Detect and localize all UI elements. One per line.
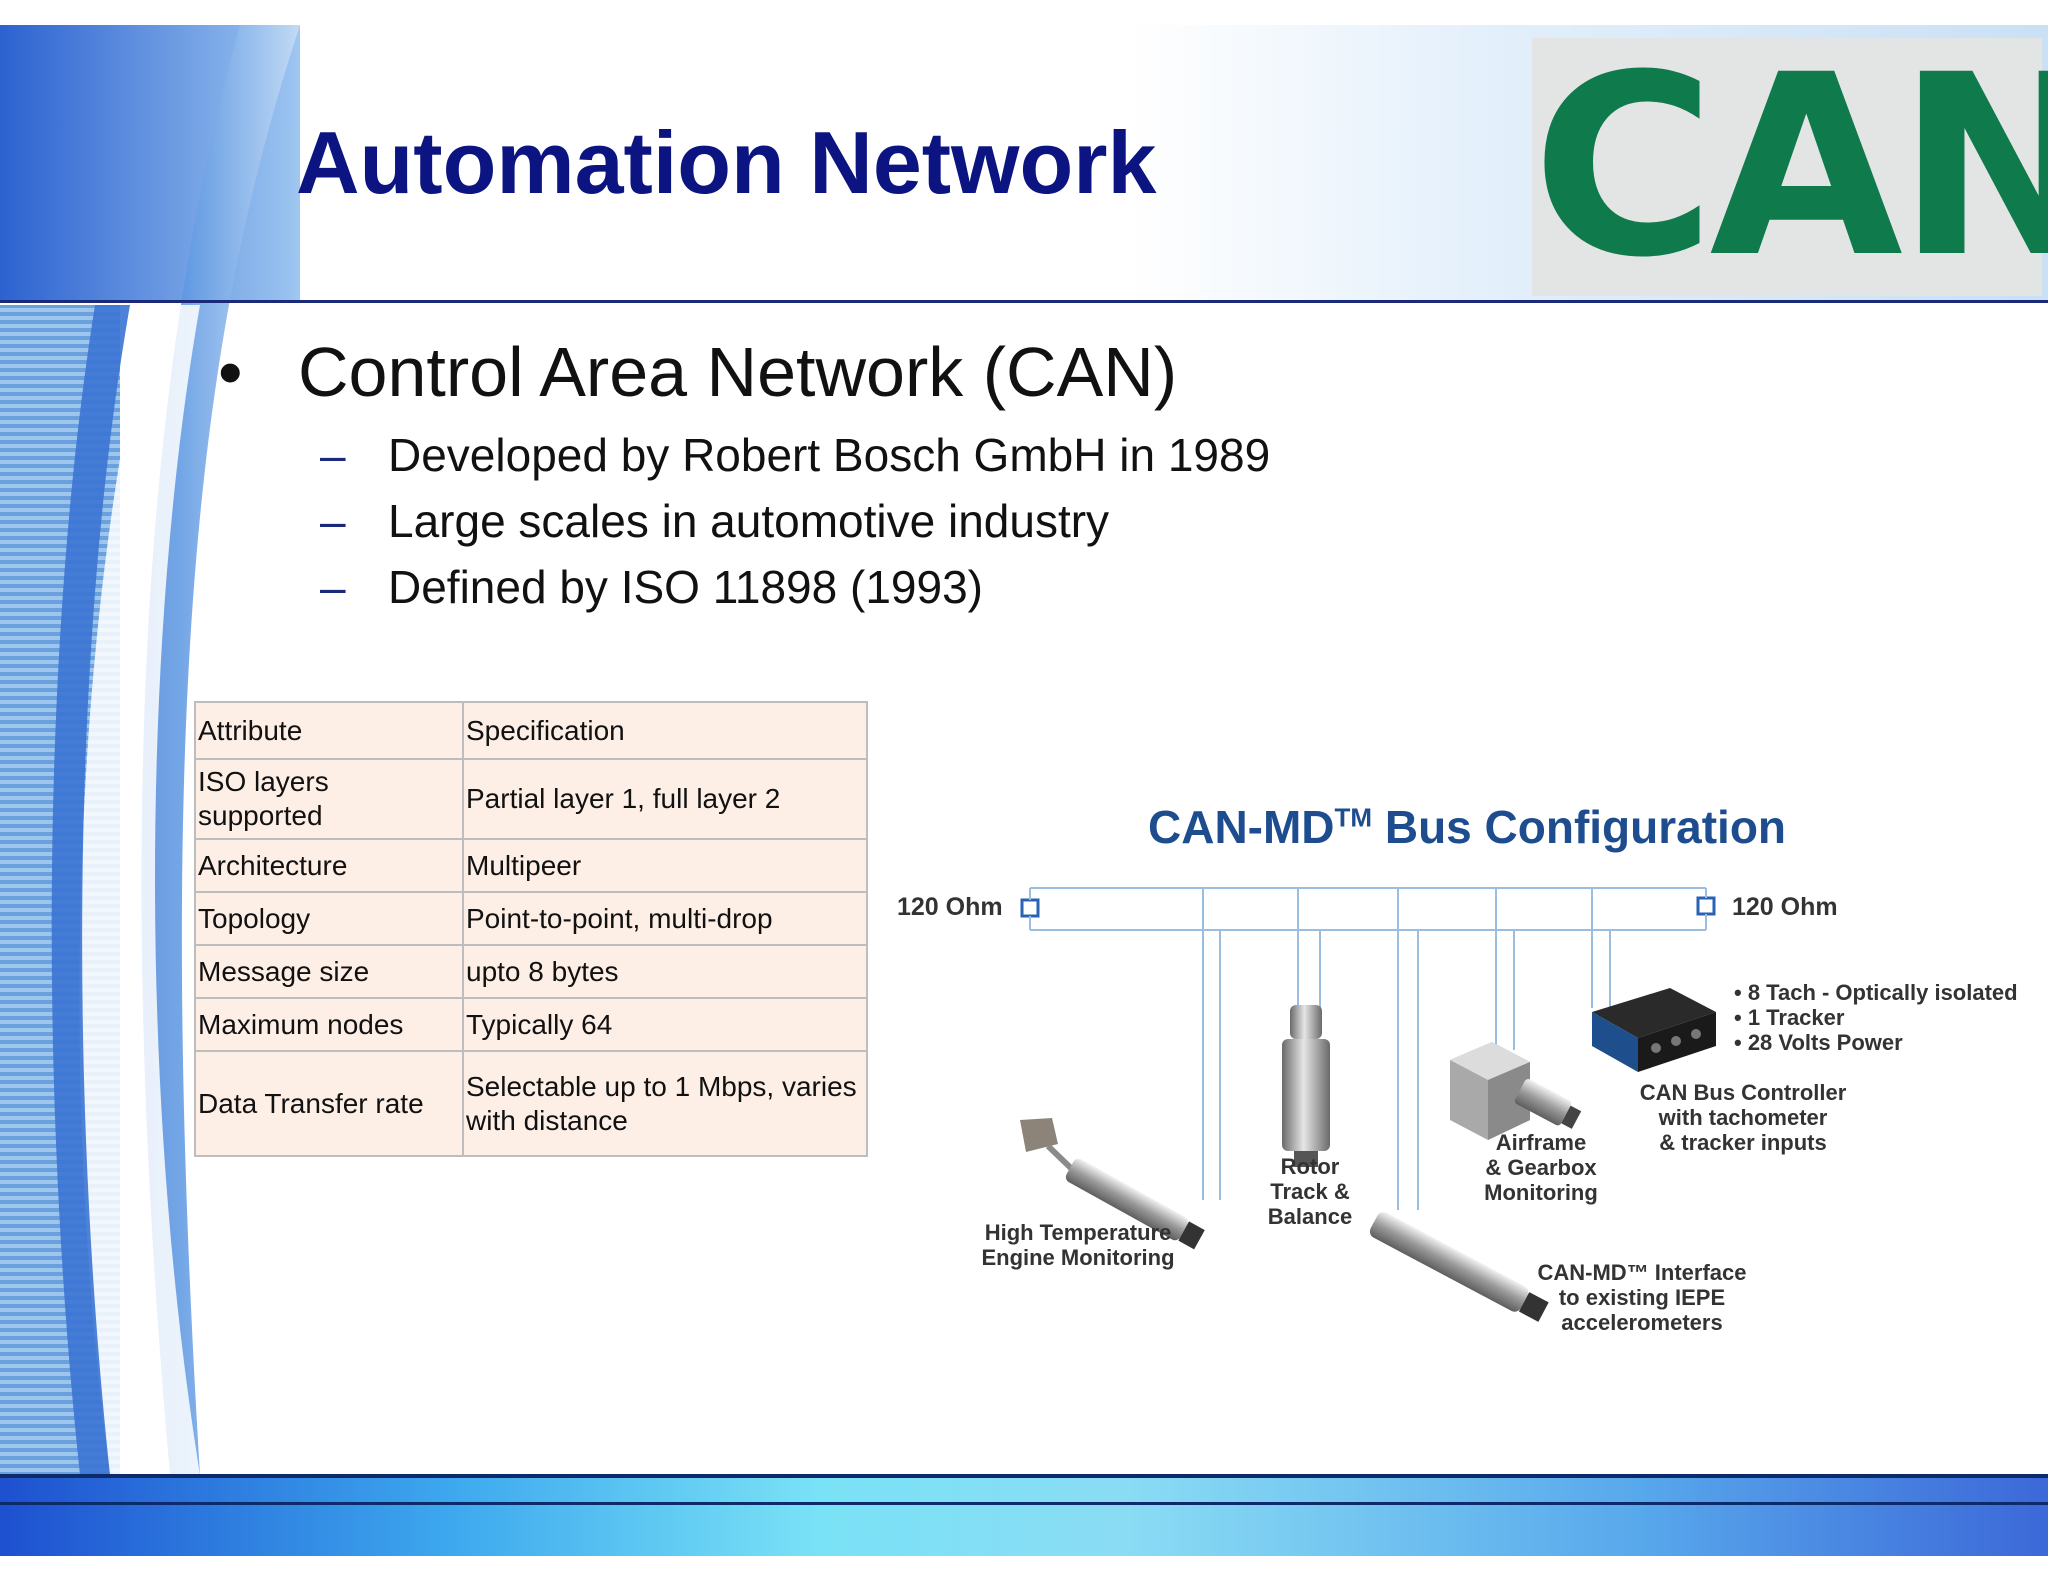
slide-title: Automation Network — [296, 113, 1157, 212]
terminator-left-label: 120 Ohm — [897, 893, 1003, 921]
label-line: Balance — [1267, 1204, 1353, 1229]
table-cell: Data Transfer rate — [194, 1050, 464, 1157]
controller-features: • 8 Tach - Optically isolated • 1 Tracke… — [1734, 980, 2018, 1055]
table-row: Architecture Multipeer — [194, 838, 868, 893]
label-line: CAN-MD™ Interface — [1537, 1260, 1747, 1285]
sub-bullet-2: –Large scales in automotive industry — [320, 494, 1109, 548]
spec-table: Attribute Specification ISO layers suppo… — [194, 701, 868, 1157]
table-cell: ISO layers supported — [194, 758, 464, 840]
footer-rule-top — [0, 1474, 2048, 1478]
sub-bullet-marker: – — [320, 429, 346, 481]
label-line: High Temperature — [984, 1220, 1172, 1245]
table-row: Topology Point-to-point, multi-drop — [194, 891, 868, 946]
table-cell: Topology — [194, 891, 464, 946]
sub-bullet-text: Large scales in automotive industry — [388, 495, 1110, 547]
engine-label: High Temperature Engine Monitoring — [978, 1220, 1178, 1270]
bus-diagram — [1020, 887, 1716, 1322]
interface-accelerometer-icon — [1369, 1212, 1549, 1322]
controller-feature: • 8 Tach - Optically isolated — [1734, 980, 2018, 1005]
footer-band — [0, 1478, 2048, 1556]
controller-feature: • 28 Volts Power — [1734, 1030, 1903, 1055]
label-line: with tachometer — [1658, 1105, 1828, 1130]
table-header-cell: Attribute — [194, 701, 464, 760]
table-header-row: Attribute Specification — [194, 701, 868, 760]
bullet-marker: • — [218, 333, 243, 411]
controller-label: CAN Bus Controller with tachometer & tra… — [1638, 1080, 1848, 1155]
table-cell: Multipeer — [462, 838, 868, 893]
label-line: Rotor — [1280, 1154, 1340, 1179]
label-line: Airframe — [1495, 1130, 1587, 1155]
label-line: & tracker inputs — [1659, 1130, 1827, 1155]
table-cell: Partial layer 1, full layer 2 — [462, 758, 868, 840]
main-bullet-text: Control Area Network (CAN) — [298, 333, 1178, 411]
rotor-sensor-icon — [1282, 1005, 1330, 1167]
label-line: to existing IEPE — [1558, 1285, 1726, 1310]
can-logo: CAN — [1532, 21, 2048, 312]
table-cell: Architecture — [194, 838, 464, 893]
rotor-label: Rotor Track & Balance — [1260, 1154, 1360, 1229]
footer-rule-middle — [0, 1502, 2048, 1505]
table-header-cell: Specification — [462, 701, 868, 760]
terminator-right-icon — [1696, 896, 1716, 916]
high-temperature-sensor-icon — [1020, 1118, 1205, 1250]
interface-label: CAN-MD™ Interface to existing IEPE accel… — [1532, 1260, 1752, 1335]
table-row: Data Transfer rate Selectable up to 1 Mb… — [194, 1050, 868, 1157]
main-bullet: • Control Area Network (CAN) — [218, 332, 1177, 412]
can-bus-controller-icon — [1592, 988, 1716, 1072]
label-line: & Gearbox — [1485, 1155, 1597, 1180]
sub-bullet-1: –Developed by Robert Bosch GmbH in 1989 — [320, 428, 1270, 482]
airframe-label: Airframe & Gearbox Monitoring — [1474, 1130, 1608, 1205]
sub-bullet-marker: – — [320, 495, 346, 547]
label-line: accelerometers — [1561, 1310, 1723, 1335]
trademark-mark: TM — [1334, 802, 1373, 833]
terminator-right-label: 120 Ohm — [1732, 893, 1838, 921]
airframe-sensor-icon — [1450, 1042, 1582, 1140]
sub-bullet-text: Developed by Robert Bosch GmbH in 1989 — [388, 429, 1271, 481]
table-cell: Selectable up to 1 Mbps, varies with dis… — [462, 1050, 868, 1157]
table-cell: Message size — [194, 944, 464, 999]
figure-title: CAN-MDTM Bus Configuration — [1148, 800, 1786, 854]
sub-bullet-3: –Defined by ISO 11898 (1993) — [320, 560, 983, 614]
table-row: ISO layers supported Partial layer 1, fu… — [194, 758, 868, 840]
label-line: Monitoring — [1484, 1180, 1598, 1205]
controller-feature: • 1 Tracker — [1734, 1005, 1845, 1030]
table-cell: Typically 64 — [462, 997, 868, 1052]
table-cell: upto 8 bytes — [462, 944, 868, 999]
table-row: Message size upto 8 bytes — [194, 944, 868, 999]
label-line: Track & — [1270, 1179, 1350, 1204]
header-divider — [0, 300, 2048, 303]
table-cell: Point-to-point, multi-drop — [462, 891, 868, 946]
label-line: CAN Bus Controller — [1639, 1080, 1847, 1105]
figure-title-main: CAN-MD — [1148, 801, 1335, 853]
table-cell: Maximum nodes — [194, 997, 464, 1052]
sub-bullet-text: Defined by ISO 11898 (1993) — [388, 561, 983, 613]
label-line: Engine Monitoring — [981, 1245, 1175, 1270]
figure-title-rest: Bus Configuration — [1372, 801, 1787, 853]
table-row: Maximum nodes Typically 64 — [194, 997, 868, 1052]
terminator-left-icon — [1020, 898, 1040, 918]
sub-bullet-marker: – — [320, 561, 346, 613]
can-logo-text: CAN — [1532, 21, 2048, 312]
